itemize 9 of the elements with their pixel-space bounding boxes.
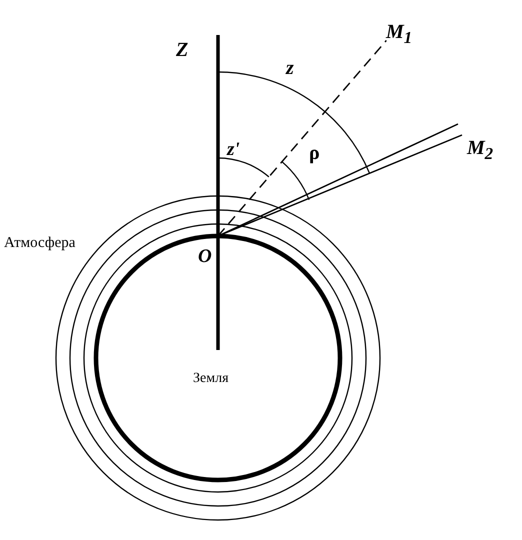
point-label: M$_{2}$ <box>467 138 494 163</box>
angle-label: ρ <box>309 143 320 163</box>
axis-label: Z <box>176 40 188 60</box>
region-label: Атмосфера <box>4 236 76 251</box>
point-label: O <box>198 247 212 266</box>
angle-label: z <box>286 58 294 78</box>
point-label: M$_{1}$ <box>386 22 412 47</box>
region-label: Земля <box>193 372 229 386</box>
angle-label: z' <box>227 140 240 159</box>
